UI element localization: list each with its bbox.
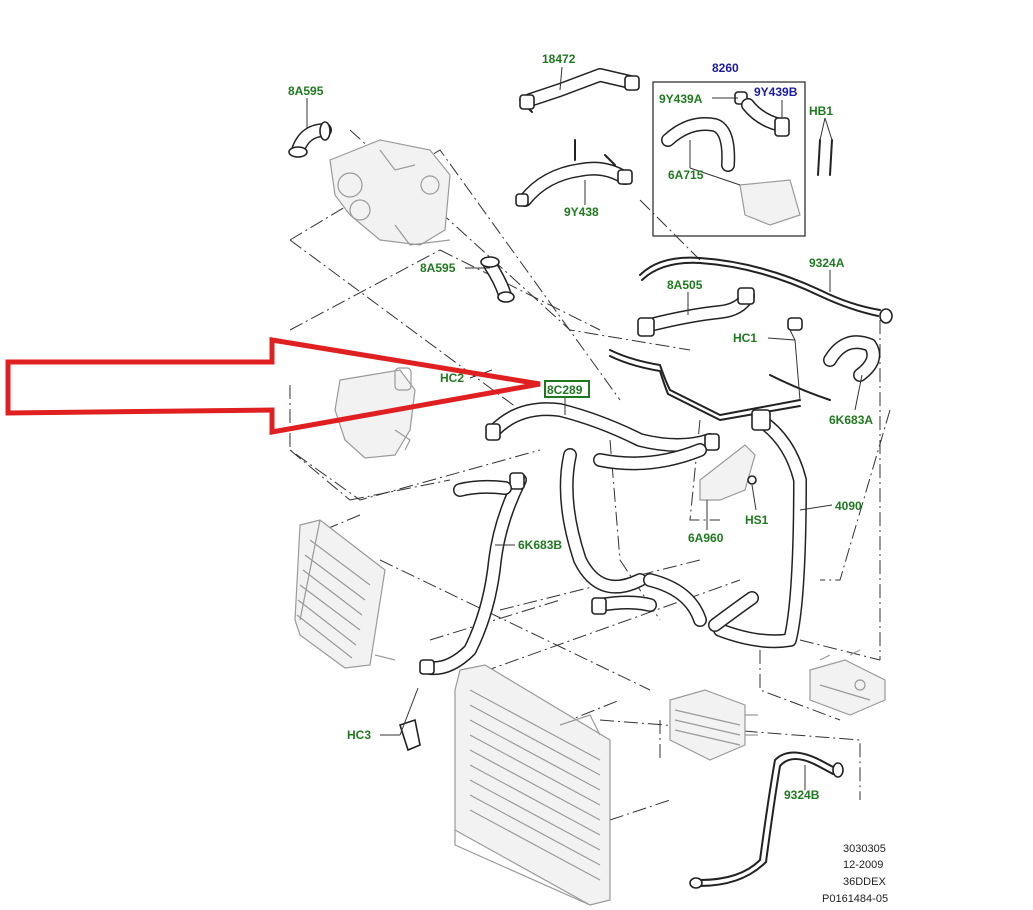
label-HC1: HC1 [733,331,757,345]
label-8A595-mid: 8A595 [420,261,456,275]
elbow-8A595-mid [480,256,515,303]
label-8C289-highlight-box [544,380,590,398]
label-HS1: HS1 [745,513,769,527]
label-9Y439B: 9Y439B [754,85,798,99]
footer-line-1: 3030305 [843,843,886,855]
footer-line-3: 36DDEX [843,876,886,888]
drawing-reference-block: 3030305 12-2009 36DDEX P0161484-05 [822,843,888,905]
hose-9Y438 [515,139,633,207]
pipe-9324A [639,256,893,324]
pipe-9324B [689,751,844,889]
hose-8C289 [485,402,720,594]
label-9324A: 9324A [809,256,845,270]
hose-18472 [519,68,640,113]
label-6A715: 6A715 [668,168,704,182]
label-8A505: 8A505 [667,278,703,292]
oil-cooler-left [294,519,396,669]
engine-oil-cooler [809,649,886,716]
label-9Y439A: 9Y439A [659,92,703,106]
red-pointer-arrow [5,337,541,435]
oil-cooler-right [669,689,758,761]
bracket-6A960 [699,444,757,501]
label-9324B: 9324B [784,788,820,802]
hose-clamp-HC3 [398,718,421,752]
hose-clamp-HC1 [609,317,803,421]
part-labels: 18472 8260 9Y439A 9Y439B HB1 8A595 8A595… [288,52,873,802]
hose-4090 [591,409,807,649]
label-6A960: 6A960 [688,531,724,545]
hose-8A505 [637,287,755,337]
radiator [454,664,611,906]
label-9Y438: 9Y438 [564,205,599,219]
label-HC2: HC2 [440,371,464,385]
hose-6K683A [769,335,881,401]
elbow-8A595-top [288,121,332,158]
label-6K683A: 6K683A [829,413,873,427]
label-HC3: HC3 [347,728,371,742]
thermostat-housing [329,139,451,246]
label-18472: 18472 [542,52,576,66]
label-4090: 4090 [835,499,862,513]
label-8A595-top: 8A595 [288,84,324,98]
footer-line-4: P0161484-05 [822,893,888,905]
label-8260: 8260 [712,61,739,75]
label-leaders [306,66,863,790]
label-8C289: 8C289 [547,383,583,397]
footer-line-2: 12-2009 [843,859,883,871]
hose-6K683B [419,472,527,676]
label-6K683B: 6K683B [518,538,562,552]
label-HB1: HB1 [809,104,833,118]
